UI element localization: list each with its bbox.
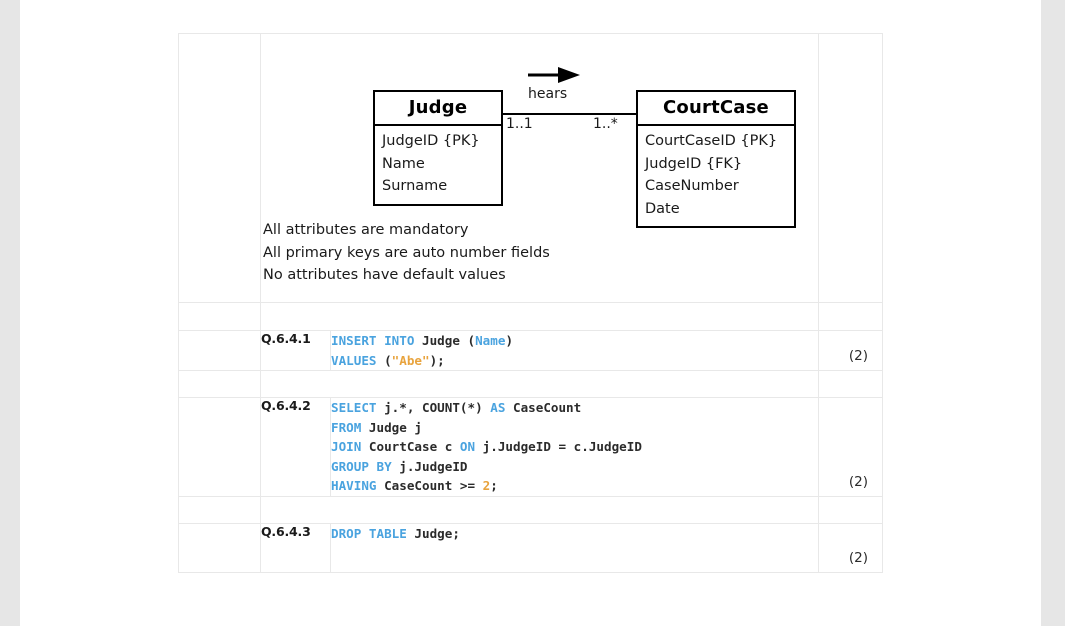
sql-token-kw: JOIN xyxy=(331,439,369,454)
question-number: Q.6.4.2 xyxy=(260,397,331,497)
sql-token-id: j.JudgeID xyxy=(399,458,468,474)
entity-courtcase-attributes: CourtCaseID {PK} JudgeID {FK} CaseNumber… xyxy=(638,126,794,226)
spacer-cell xyxy=(178,302,261,331)
sql-token-id: Judge xyxy=(422,333,468,348)
note-line: All primary keys are auto number fields xyxy=(263,244,550,261)
sql-token-kw: DROP TABLE xyxy=(331,525,415,541)
attribute: Surname xyxy=(382,178,448,194)
sql-token-kw: VALUES xyxy=(331,352,385,368)
entity-judge-attributes: JudgeID {PK} Name Surname xyxy=(375,126,501,204)
sql-code-block: INSERT INTO Judge (Name) VALUES ("Abe"); xyxy=(331,331,818,370)
spacer-cell xyxy=(178,370,261,398)
question-number: Q.6.4.3 xyxy=(260,522,331,573)
spacer-cell xyxy=(818,370,883,398)
multiplicity-right: 1..* xyxy=(593,116,618,132)
attribute: CourtCaseID {PK} xyxy=(645,133,778,149)
sql-token-id: j.*, COUNT(*) xyxy=(384,400,491,415)
spacer-row xyxy=(178,370,883,398)
marks-cell-empty xyxy=(818,33,883,303)
left-pad-cell xyxy=(178,33,261,303)
sql-token-pun: ) xyxy=(505,333,514,348)
note-line: All attributes are mandatory xyxy=(263,222,469,238)
relationship-line xyxy=(502,113,637,115)
sql-token-col: Name xyxy=(475,333,506,348)
spacer-cell xyxy=(178,495,261,524)
sql-token-kw: INSERT INTO xyxy=(331,333,422,348)
diagram-row: Judge JudgeID {PK} Name Surname CourtCas… xyxy=(178,33,883,303)
left-pad-cell xyxy=(178,522,261,573)
attribute: Name xyxy=(382,155,425,172)
sql-token-pun: ; xyxy=(490,478,498,493)
sql-token-id: j.JudgeID = c.JudgeID xyxy=(482,439,642,454)
sql-token-kw: FROM xyxy=(331,419,369,435)
question-number: Q.6.4.1 xyxy=(260,330,331,371)
attribute: CaseNumber xyxy=(645,178,739,194)
sql-token-id: Judge j xyxy=(368,419,422,435)
marks-cell: (2) xyxy=(818,397,883,497)
sql-token-num: 2 xyxy=(482,478,491,493)
spacer-cell xyxy=(260,495,819,524)
entity-judge: Judge JudgeID {PK} Name Surname xyxy=(373,90,503,206)
question-row: Q.6.4.1 INSERT INTO Judge (Name) VALUES … xyxy=(178,330,883,371)
spacer-cell xyxy=(260,370,819,398)
sql-token-kw: AS xyxy=(490,400,513,415)
answer-code-cell: DROP TABLE Judge; xyxy=(330,522,819,573)
uml-diagram: Judge JudgeID {PK} Name Surname CourtCas… xyxy=(261,34,796,302)
document-page: Judge JudgeID {PK} Name Surname CourtCas… xyxy=(20,0,1041,626)
sql-token-pun: ( xyxy=(384,352,392,368)
spacer-cell xyxy=(260,302,819,331)
answer-code-cell: INSERT INTO Judge (Name) VALUES ("Abe"); xyxy=(330,330,819,371)
entity-courtcase: CourtCase CourtCaseID {PK} JudgeID {FK} … xyxy=(636,90,796,228)
sql-token-kw: SELECT xyxy=(331,400,385,415)
attribute: JudgeID {FK} xyxy=(645,155,743,172)
spacer-cell xyxy=(818,495,883,524)
sql-token-pun: ( xyxy=(467,333,476,348)
relationship-label: hears xyxy=(528,86,568,102)
diagram-notes: All attributes are mandatory All primary… xyxy=(263,219,550,287)
marks-value: (2) xyxy=(848,473,868,490)
attribute: JudgeID {PK} xyxy=(382,133,480,149)
exam-question-table: Judge JudgeID {PK} Name Surname CourtCas… xyxy=(178,33,883,573)
sql-token-kw: HAVING xyxy=(331,478,385,493)
question-row: Q.6.4.3 DROP TABLE Judge; (2) xyxy=(178,522,883,573)
sql-code-block: DROP TABLE Judge; xyxy=(331,524,818,544)
relationship-direction-arrow-icon xyxy=(526,65,582,85)
sql-token-kw: GROUP BY xyxy=(331,458,400,474)
multiplicity-left: 1..1 xyxy=(506,116,533,132)
sql-code-block: SELECT j.*, COUNT(*) AS CaseCount FROM J… xyxy=(331,398,818,496)
sql-token-id: CaseCount >= xyxy=(384,478,483,493)
answer-code-cell: SELECT j.*, COUNT(*) AS CaseCount FROM J… xyxy=(330,397,819,497)
sql-token-str: "Abe" xyxy=(391,352,430,368)
marks-value: (2) xyxy=(848,549,868,566)
spacer-row xyxy=(178,495,883,524)
entity-judge-title: Judge xyxy=(375,92,501,126)
entity-courtcase-title: CourtCase xyxy=(638,92,794,126)
diagram-cell: Judge JudgeID {PK} Name Surname CourtCas… xyxy=(260,33,819,303)
sql-token-kw: ON xyxy=(459,439,483,454)
spacer-row xyxy=(178,302,883,331)
marks-value: (2) xyxy=(848,348,868,364)
sql-token-id: CourtCase c xyxy=(368,439,460,454)
note-line: No attributes have default values xyxy=(263,267,506,283)
question-row: Q.6.4.2 SELECT j.*, COUNT(*) AS CaseCoun… xyxy=(178,397,883,497)
left-pad-cell xyxy=(178,397,261,497)
spacer-cell xyxy=(818,302,883,331)
marks-cell: (2) xyxy=(818,522,883,573)
attribute: Date xyxy=(645,200,680,217)
marks-cell: (2) xyxy=(818,330,883,371)
sql-token-id: Judge; xyxy=(414,525,460,541)
left-pad-cell xyxy=(178,330,261,371)
sql-token-id: CaseCount xyxy=(512,400,582,415)
sql-token-pun: ); xyxy=(429,352,445,368)
